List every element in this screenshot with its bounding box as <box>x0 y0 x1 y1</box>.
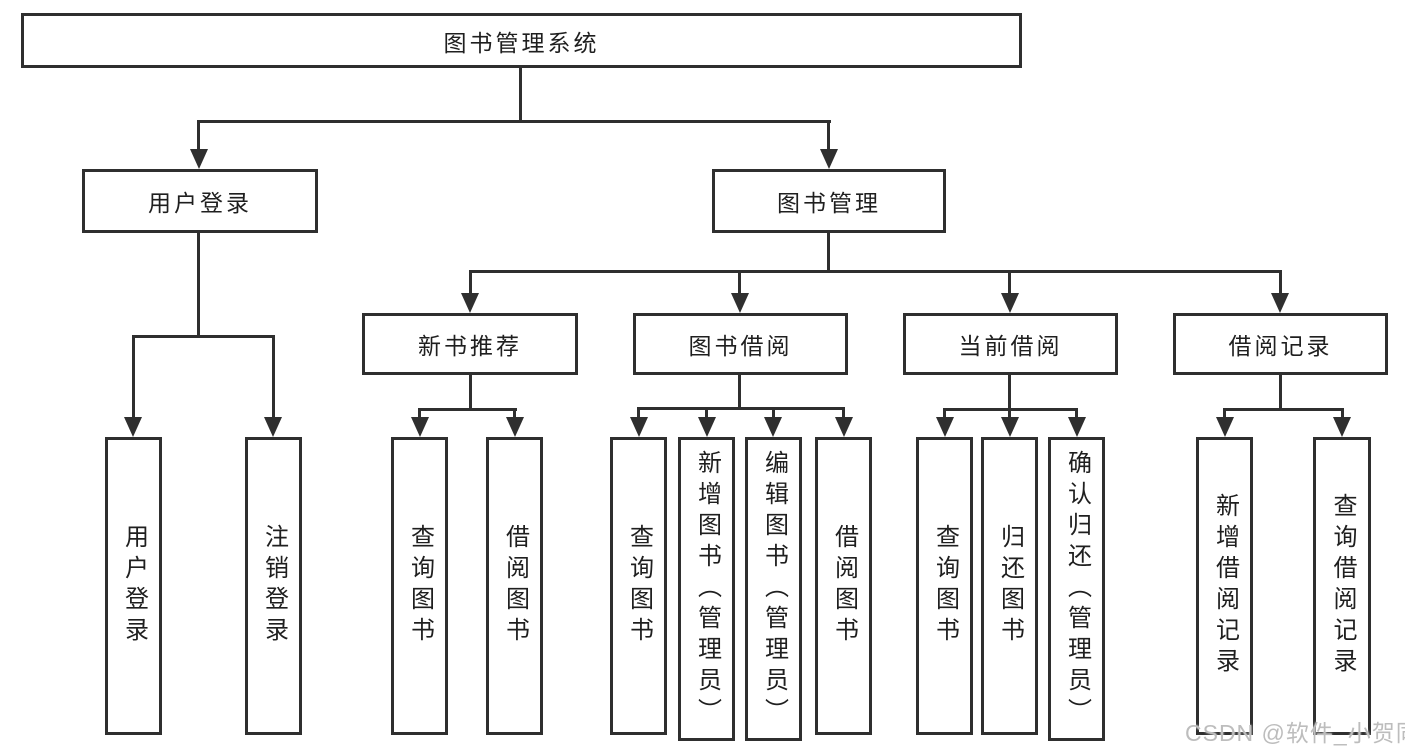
arrow-down-icon <box>264 417 282 437</box>
arrow-down-icon <box>124 417 142 437</box>
arrow-down-icon <box>630 417 648 437</box>
connector-line <box>418 408 517 411</box>
node-label: 图书借阅 <box>688 333 793 359</box>
leaf-query-borrow-record: 查询借阅记录 <box>1313 437 1371 735</box>
connector-line <box>738 270 741 294</box>
node-library-management-system: 图书管理系统 <box>21 13 1022 68</box>
leaf-label: 查询图书 <box>406 524 434 648</box>
connector-line <box>738 375 741 408</box>
node-book-management: 图书管理 <box>712 169 946 233</box>
connector-line <box>132 335 135 418</box>
connector-line <box>132 335 275 338</box>
leaf-label: 归还图书 <box>996 524 1024 648</box>
connector-line <box>1223 408 1226 419</box>
leaf-add-books-admin: 新增图书（管理员） <box>678 437 735 741</box>
arrow-down-icon <box>936 417 954 437</box>
connector-line <box>772 407 775 419</box>
leaf-query-books-borrow: 查询图书 <box>610 437 667 735</box>
connector-line <box>469 375 472 408</box>
csdn-watermark: CSDN @软件_小贺同学 <box>1185 720 1405 746</box>
connector-line <box>418 408 421 419</box>
leaf-label: 查询图书 <box>931 524 959 648</box>
connector-line <box>1008 375 1011 408</box>
leaf-label: 新增借阅记录 <box>1211 493 1239 679</box>
node-label: 图书管理系统 <box>443 29 600 56</box>
connector-line <box>272 335 275 418</box>
arrow-down-icon <box>1001 293 1019 313</box>
arrow-down-icon <box>190 149 208 169</box>
arrow-down-icon <box>820 149 838 169</box>
leaf-label: 查询图书 <box>625 524 653 648</box>
arrow-down-icon <box>1001 417 1019 437</box>
arrow-down-icon <box>1333 417 1351 437</box>
leaf-add-borrow-record: 新增借阅记录 <box>1196 437 1253 735</box>
leaf-label: 新增图书（管理员） <box>693 449 721 729</box>
arrow-down-icon <box>461 293 479 313</box>
connector-line <box>1341 408 1344 419</box>
leaf-user-login: 用户登录 <box>105 437 162 735</box>
connector-line <box>1279 270 1282 294</box>
arrow-down-icon <box>1271 293 1289 313</box>
connector-line <box>197 120 831 123</box>
node-new-book-recommend: 新书推荐 <box>362 313 578 375</box>
arrow-down-icon <box>1068 417 1086 437</box>
connector-line <box>1008 270 1011 294</box>
leaf-label: 查询借阅记录 <box>1329 493 1356 679</box>
connector-line <box>1075 408 1078 419</box>
node-label: 图书管理 <box>777 190 881 216</box>
leaf-query-books-recommend: 查询图书 <box>391 437 448 735</box>
leaf-logout: 注销登录 <box>245 437 302 735</box>
connector-line <box>469 270 1282 273</box>
arrow-down-icon <box>764 417 782 437</box>
leaf-label: 用户登录 <box>120 524 148 648</box>
leaf-query-books-current: 查询图书 <box>916 437 973 735</box>
node-label: 当前借阅 <box>958 333 1063 359</box>
connector-line <box>827 233 830 270</box>
leaf-edit-books-admin: 编辑图书（管理员） <box>745 437 802 741</box>
node-book-borrow: 图书借阅 <box>633 313 848 375</box>
node-current-borrow: 当前借阅 <box>903 313 1118 375</box>
leaf-label: 编辑图书（管理员） <box>760 449 788 729</box>
leaf-label: 确认归还（管理员） <box>1063 449 1091 729</box>
arrow-down-icon <box>731 293 749 313</box>
connector-line <box>197 233 200 335</box>
connector-line <box>1008 408 1011 419</box>
leaf-borrow-books: 借阅图书 <box>815 437 872 735</box>
node-borrow-records: 借阅记录 <box>1173 313 1388 375</box>
connector-line <box>637 407 640 419</box>
connector-line <box>943 408 946 419</box>
node-user-login: 用户登录 <box>82 169 318 233</box>
node-label: 用户登录 <box>148 190 252 216</box>
connector-line <box>705 407 708 419</box>
node-label: 借阅记录 <box>1228 333 1333 359</box>
leaf-label: 注销登录 <box>260 524 288 648</box>
arrow-down-icon <box>506 417 524 437</box>
connector-line <box>842 407 845 419</box>
arrow-down-icon <box>1216 417 1234 437</box>
node-label: 新书推荐 <box>418 333 522 359</box>
connector-line <box>1223 408 1344 411</box>
leaf-borrow-books-recommend: 借阅图书 <box>486 437 543 735</box>
arrow-down-icon <box>698 417 716 437</box>
arrow-down-icon <box>835 417 853 437</box>
leaf-label: 借阅图书 <box>501 524 529 648</box>
connector-line <box>637 407 845 410</box>
connector-line <box>197 120 200 151</box>
connector-line <box>519 68 522 120</box>
leaf-return-books: 归还图书 <box>981 437 1038 735</box>
leaf-label: 借阅图书 <box>830 524 858 648</box>
connector-line <box>513 408 516 419</box>
leaf-confirm-return-admin: 确认归还（管理员） <box>1048 437 1105 741</box>
connector-line <box>469 270 472 294</box>
arrow-down-icon <box>411 417 429 437</box>
connector-line <box>827 120 830 151</box>
connector-line <box>1279 375 1282 408</box>
